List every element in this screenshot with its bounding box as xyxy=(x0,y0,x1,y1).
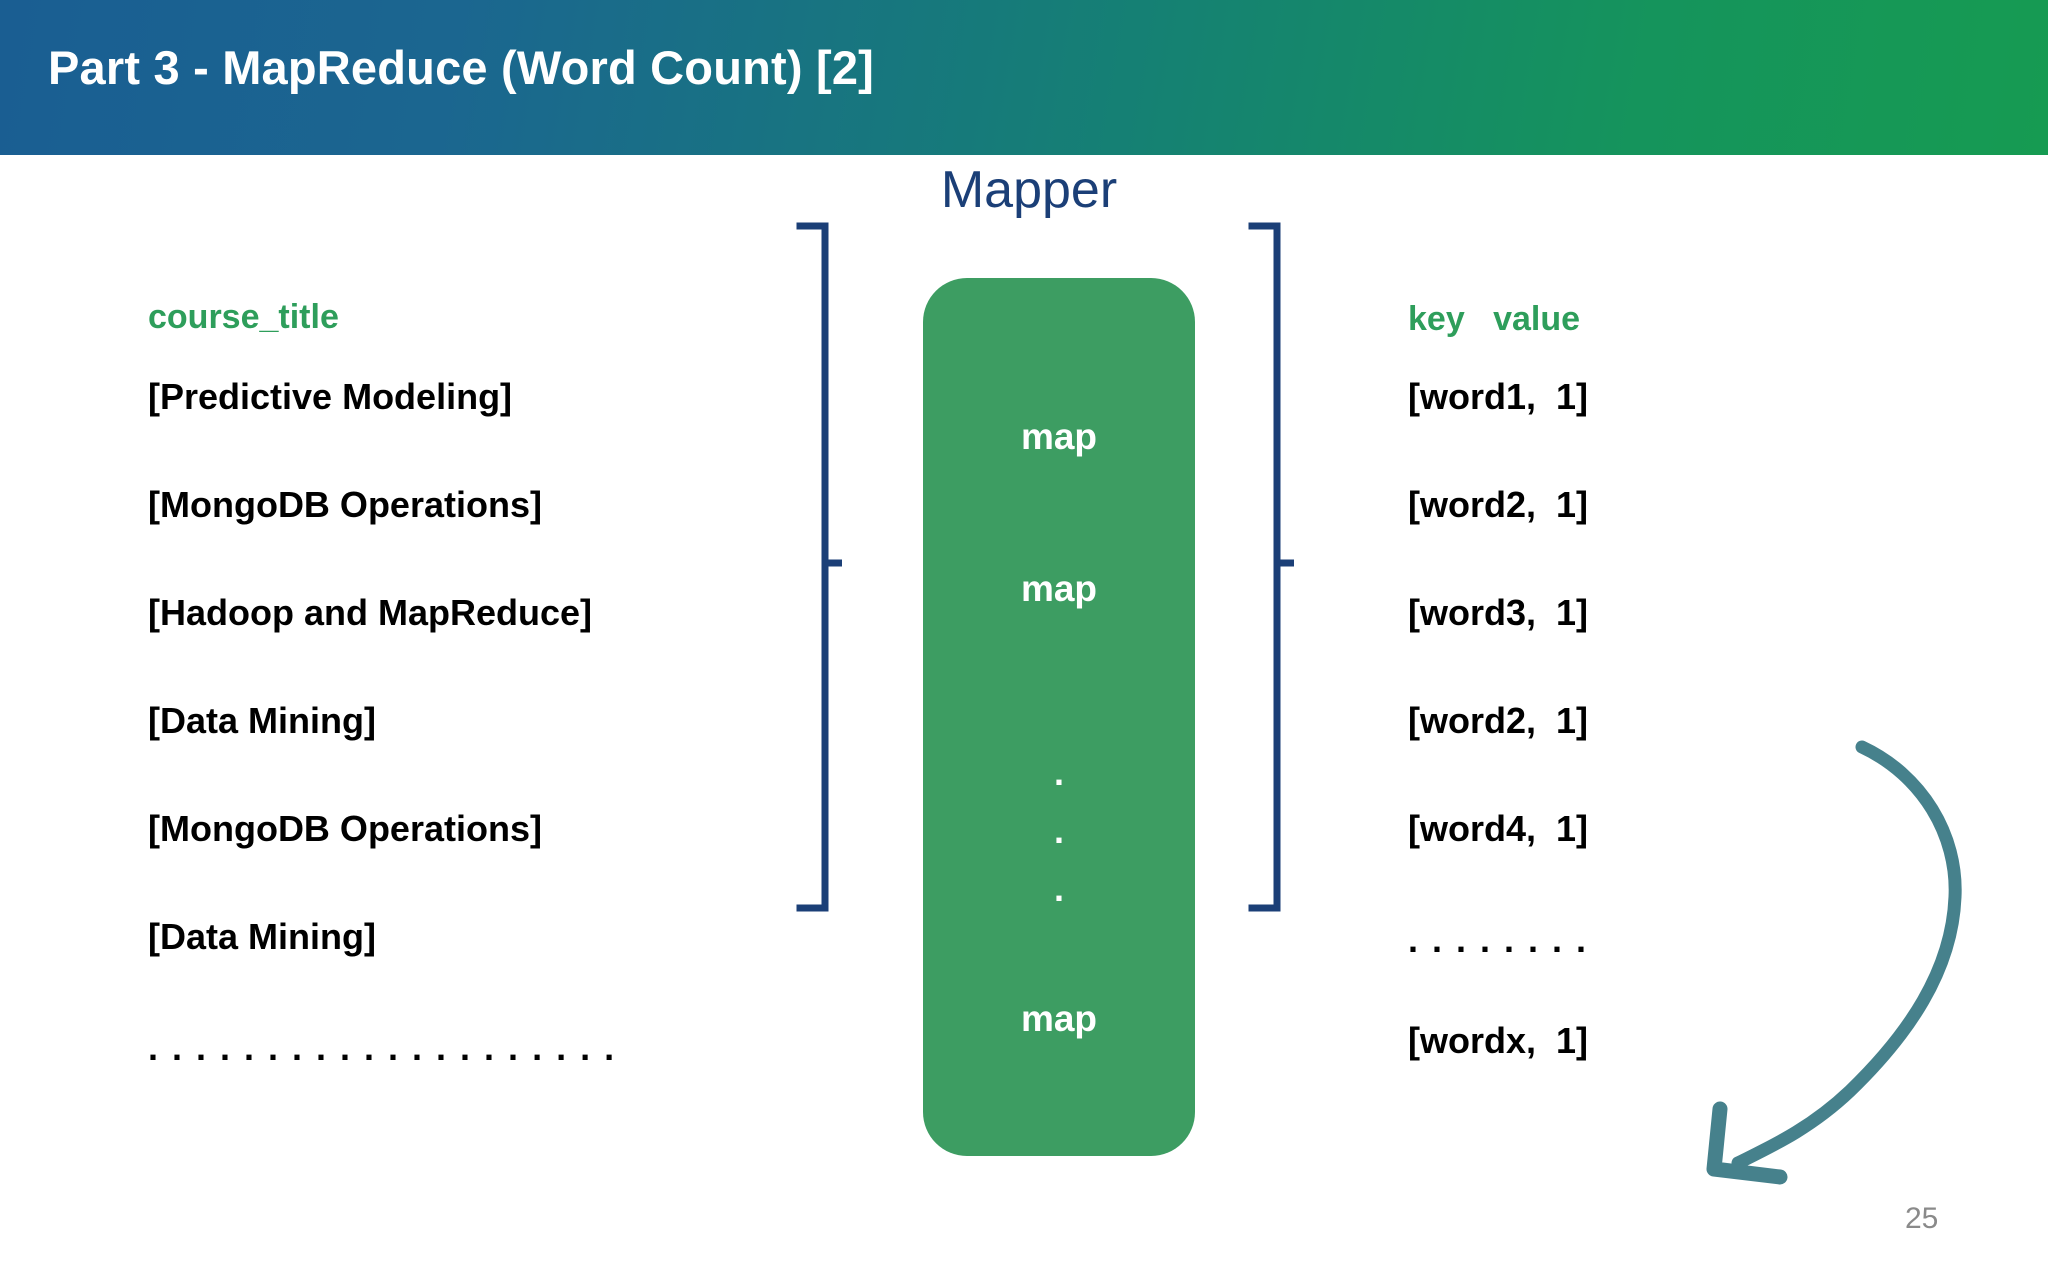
output-column-ellipsis: . . . . . . . . xyxy=(1408,919,1589,960)
list-item: [Hadoop and MapReduce] xyxy=(148,592,593,633)
list-item: [Data Mining] xyxy=(148,916,376,957)
list-item: [wordx, 1] xyxy=(1408,1020,1589,1061)
list-item: [word4, 1] xyxy=(1408,808,1589,849)
left-bracket-icon xyxy=(796,222,846,912)
mapper-stage-label-text: Mapper xyxy=(940,161,1118,219)
output-column: key value [word1, 1] [word2, 1] [word3, … xyxy=(1408,300,1868,1131)
list-item: [Predictive Modeling] xyxy=(148,376,513,417)
map-function-label: map xyxy=(1020,416,1098,457)
page-number: 25 xyxy=(1905,1202,1939,1235)
list-item: [Data Mining] xyxy=(148,700,376,741)
map-function-label: map xyxy=(1020,998,1098,1039)
list-item: [word1, 1] xyxy=(1408,376,1589,417)
vertical-ellipsis-dot: . xyxy=(1053,752,1064,793)
list-item: [MongoDB Operations] xyxy=(148,484,542,525)
mapper-stage-label: Mapper xyxy=(0,160,2048,220)
right-bracket-icon xyxy=(1248,222,1298,912)
list-item: [word2, 1] xyxy=(1408,700,1589,741)
input-column: course_title [Predictive Modeling] [Mong… xyxy=(148,298,768,1069)
mapper-process-box: map map . . . map xyxy=(923,278,1195,1156)
map-function-label: map xyxy=(1020,568,1098,609)
vertical-ellipsis-dot: . xyxy=(1053,810,1064,851)
input-column-header: course_title xyxy=(148,298,339,336)
input-column-ellipsis: . . . . . . . . . . . . . . . . . . . . xyxy=(148,1027,617,1068)
page-title: Part 3 - MapReduce (Word Count) [2] xyxy=(48,41,875,94)
list-item: [word2, 1] xyxy=(1408,484,1589,525)
vertical-ellipsis-dot: . xyxy=(1053,868,1064,909)
curved-arrow-icon xyxy=(1690,735,1990,1205)
list-item: [MongoDB Operations] xyxy=(148,808,542,849)
slide-header-band xyxy=(0,0,2048,155)
list-item: [word3, 1] xyxy=(1408,592,1589,633)
output-column-header: key value xyxy=(1408,300,1581,338)
